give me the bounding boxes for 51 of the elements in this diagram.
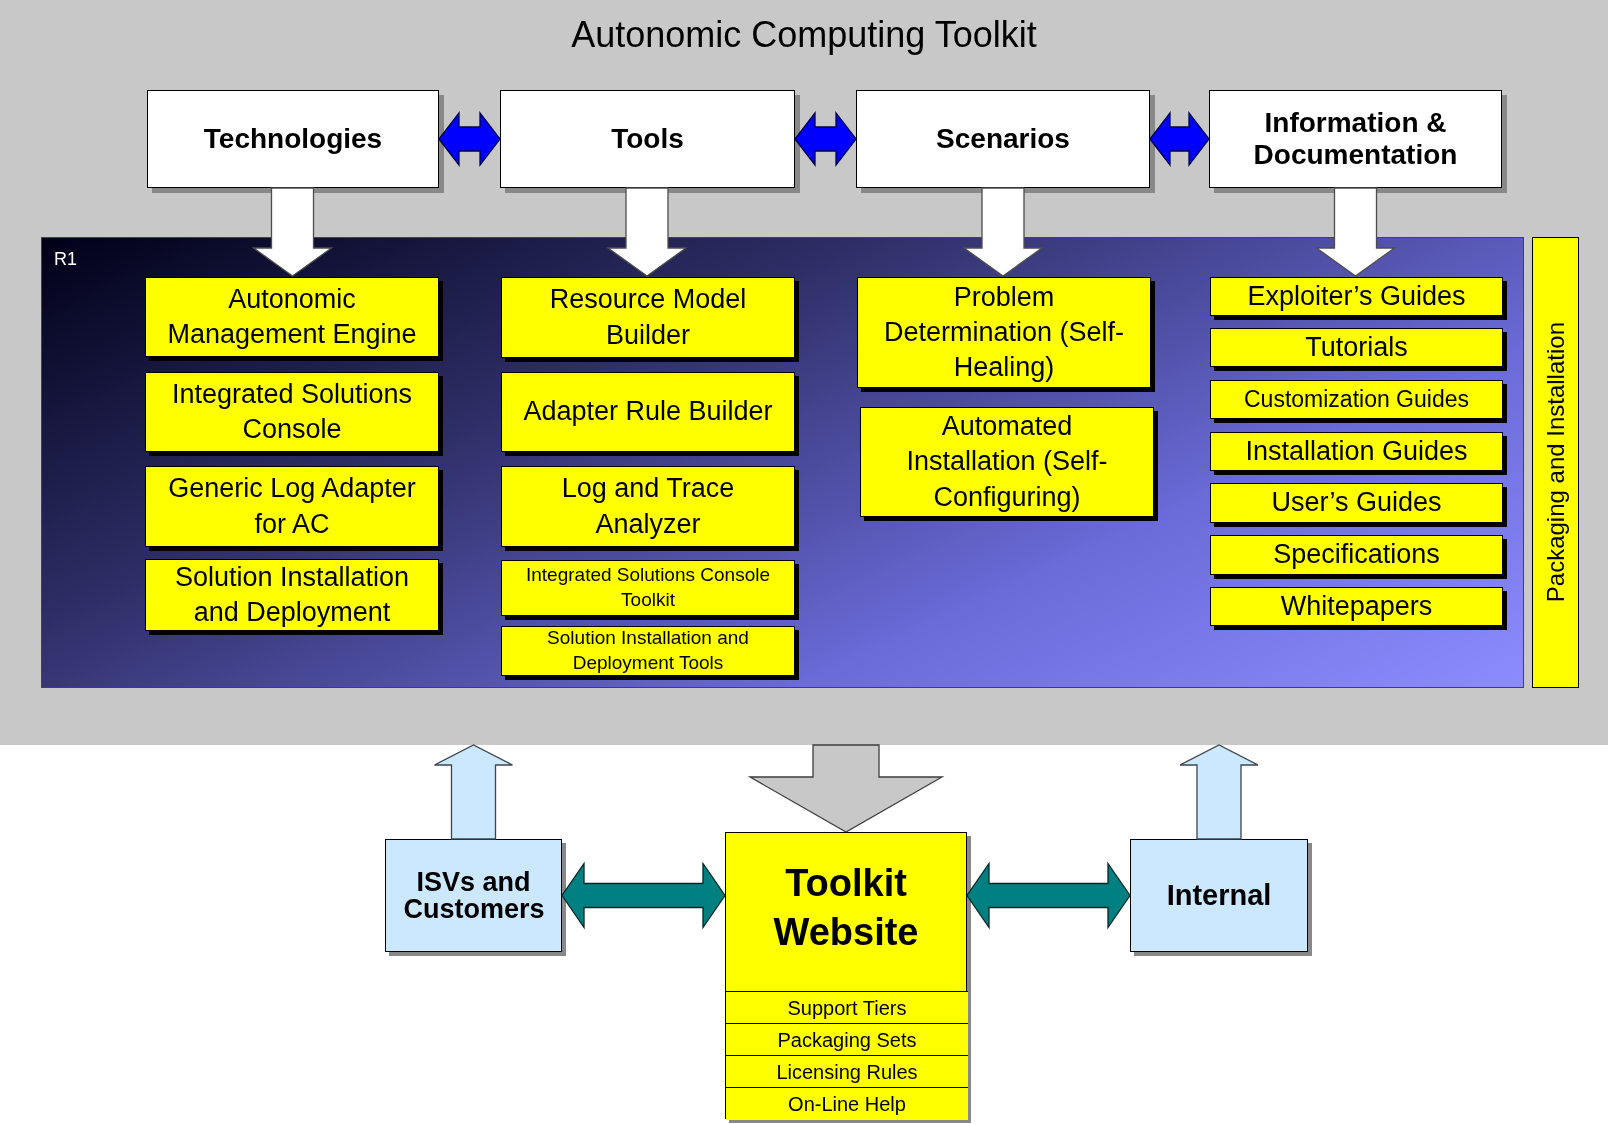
component-label: Installation Guides bbox=[1245, 434, 1468, 468]
component-label: Solution Installation and Deployment Tools bbox=[546, 626, 750, 675]
component-label: Solution Installation and Deployment bbox=[173, 560, 411, 629]
block-arrow bbox=[1149, 111, 1210, 167]
release-label: R1 bbox=[54, 248, 77, 271]
block-arrow bbox=[747, 744, 945, 833]
block-arrow bbox=[1179, 744, 1259, 840]
website-row bbox=[726, 1087, 968, 1120]
category-label: Information & Documentation bbox=[1252, 106, 1459, 172]
block-arrow bbox=[794, 111, 857, 167]
row-label: Licensing Rules bbox=[776, 1059, 918, 1085]
block-arrow bbox=[966, 861, 1131, 930]
release-panel bbox=[41, 237, 1524, 688]
side-bar bbox=[1532, 237, 1579, 688]
component-label: Adapter Rule Builder bbox=[523, 395, 773, 429]
component-label: Generic Log Adapter for AC bbox=[167, 472, 417, 541]
toolkit-panel bbox=[0, 0, 1608, 745]
block-arrow bbox=[251, 187, 334, 277]
side-bar-label: Packaging and Installation bbox=[1540, 322, 1570, 603]
category-label: Tools bbox=[611, 122, 684, 156]
block-arrow bbox=[1314, 187, 1397, 277]
component-label: Tutorials bbox=[1305, 330, 1408, 364]
website-title: Toolkit Website bbox=[772, 861, 920, 956]
component-label: Whitepapers bbox=[1280, 589, 1433, 623]
block-arrow bbox=[438, 111, 501, 167]
website-row bbox=[726, 1023, 968, 1055]
component-label: Automated Installation (Self-Configuring) bbox=[905, 410, 1109, 514]
row-label: On-Line Help bbox=[788, 1092, 906, 1117]
category-label: Technologies bbox=[203, 122, 383, 156]
component-label: Log and Trace Analyzer bbox=[560, 472, 736, 541]
component-label: Specifications bbox=[1273, 538, 1440, 572]
component-label: Integrated Solutions Console Toolkit bbox=[525, 563, 771, 612]
audience-label: Internal bbox=[1165, 881, 1273, 910]
component-label: Integrated Solutions Console bbox=[170, 377, 414, 446]
panel-title: Autonomic Computing Toolkit bbox=[571, 13, 1037, 57]
block-arrow bbox=[606, 187, 688, 277]
block-arrow bbox=[561, 861, 726, 930]
category-label: Scenarios bbox=[936, 122, 1070, 156]
row-label: Packaging Sets bbox=[777, 1027, 917, 1053]
block-arrow bbox=[962, 187, 1044, 277]
audience-label: ISVs and Customers bbox=[403, 868, 544, 923]
block-arrow bbox=[433, 744, 514, 840]
component-label: User’s Guides bbox=[1271, 486, 1442, 520]
component-label: Resource Model Builder bbox=[548, 283, 748, 352]
website-row bbox=[726, 991, 968, 1023]
component-label: Exploiter’s Guides bbox=[1247, 279, 1466, 313]
component-label: Customization Guides bbox=[1244, 384, 1469, 414]
row-label: Support Tiers bbox=[787, 995, 907, 1021]
component-label: Problem Determination (Self-Healing) bbox=[882, 280, 1126, 385]
component-label: Autonomic Management Engine bbox=[166, 282, 418, 351]
website-row bbox=[726, 1055, 968, 1087]
